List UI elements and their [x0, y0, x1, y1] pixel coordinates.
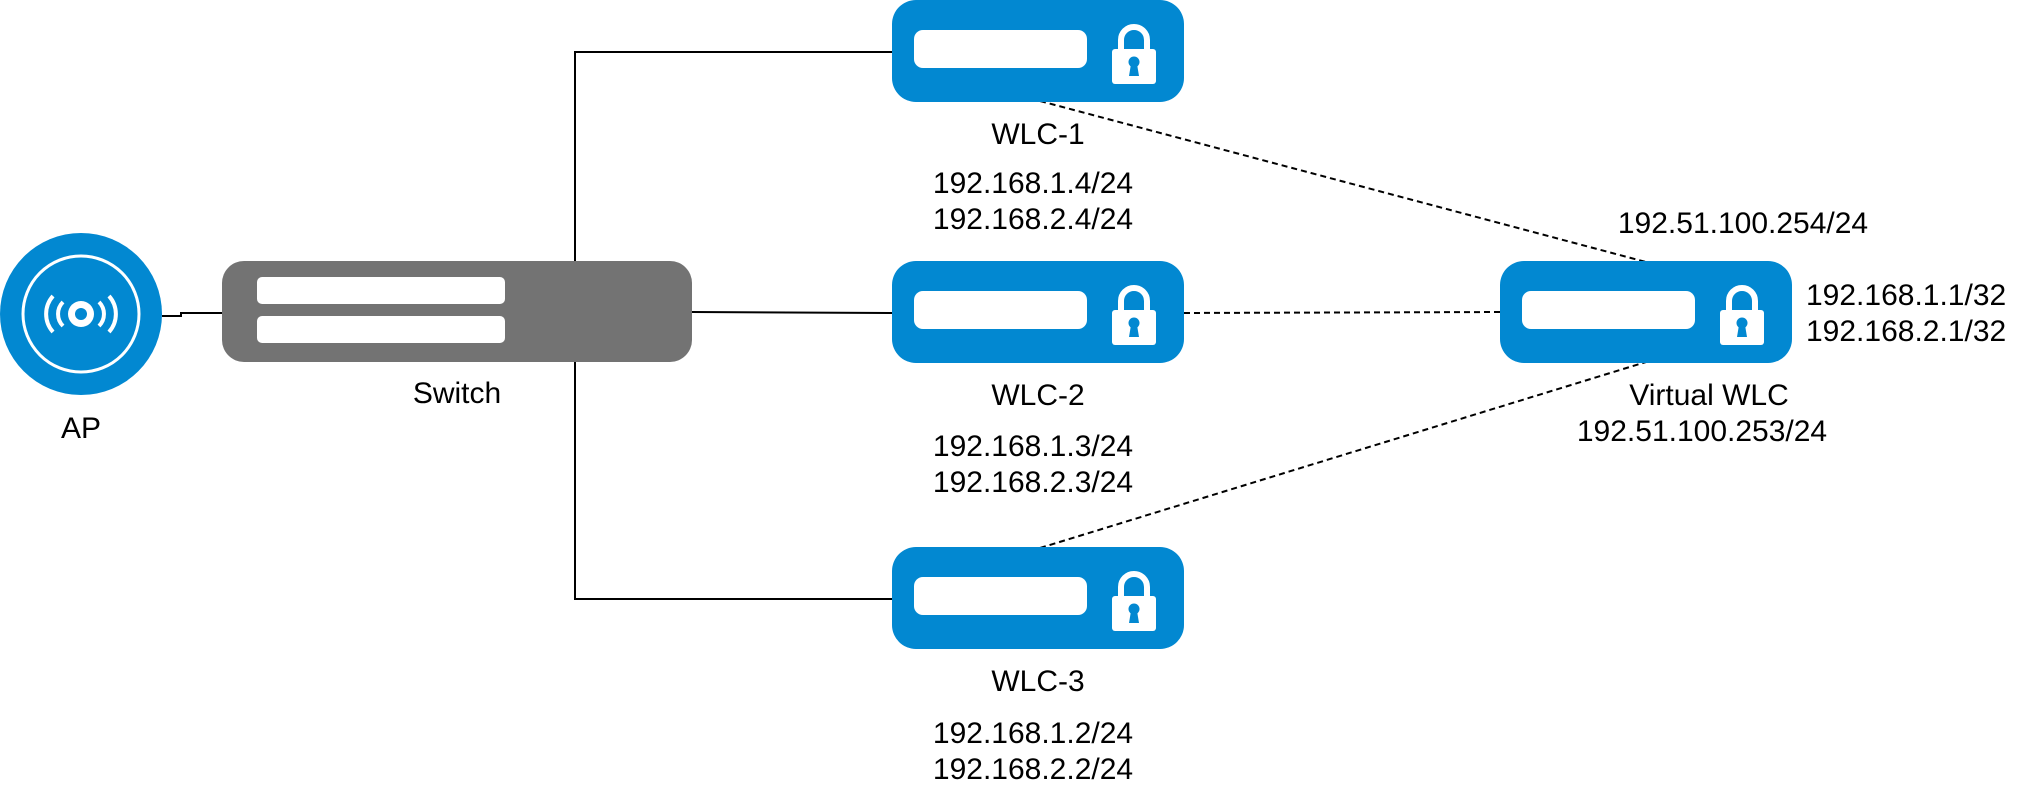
wlc3-label: WLC-3 [991, 665, 1084, 698]
vwlc-ip1: 192.168.1.1/32 [1806, 279, 2006, 312]
virtual-wlc-node[interactable]: 192.51.100.254/24 192.168.1.1/32 192.168… [1500, 207, 2006, 448]
wlc-lock-icon [892, 547, 1184, 649]
wlc1-label: WLC-1 [991, 118, 1084, 151]
switch-label: Switch [413, 377, 501, 410]
vwlc-ip2: 192.168.2.1/32 [1806, 315, 2006, 348]
link-switch-wlc2 [691, 311, 893, 314]
ap-label: AP [61, 412, 101, 445]
wlc3-ip1: 192.168.1.2/24 [933, 717, 1133, 750]
wlc1-ip1: 192.168.1.4/24 [933, 167, 1133, 200]
wlc2-ip2: 192.168.2.3/24 [933, 466, 1133, 499]
links [162, 51, 1647, 600]
wlc-lock-icon [892, 0, 1184, 102]
wlc1-node[interactable]: WLC-1 192.168.1.4/24 192.168.2.4/24 [892, 0, 1184, 236]
wlc2-label: WLC-2 [991, 379, 1084, 412]
wlc1-ip2: 192.168.2.4/24 [933, 203, 1133, 236]
network-switch-icon [222, 261, 692, 362]
wlc-lock-icon [1500, 261, 1792, 363]
wlc3-node[interactable]: WLC-3 192.168.1.2/24 192.168.2.2/24 [892, 547, 1184, 786]
link-wlc3-vwlc [1039, 361, 1647, 549]
wlc2-node[interactable]: WLC-2 192.168.1.3/24 192.168.2.3/24 [892, 261, 1184, 499]
wlc2-ip1: 192.168.1.3/24 [933, 430, 1133, 463]
link-wlc2-vwlc [1183, 311, 1501, 314]
wireless-ap-icon [0, 233, 162, 395]
vwlc-ip-bottom: 192.51.100.253/24 [1577, 415, 1827, 448]
switch-node[interactable]: Switch [222, 261, 692, 410]
link-wlc1-vwlc [1039, 100, 1647, 263]
ap-node[interactable]: AP [0, 233, 162, 445]
wlc-lock-icon [892, 261, 1184, 363]
link-ap-switch [162, 312, 222, 317]
link-switch-wlc3 [574, 362, 892, 600]
vwlc-label: Virtual WLC [1629, 379, 1789, 412]
vwlc-ip-top: 192.51.100.254/24 [1618, 207, 1868, 240]
link-switch-wlc1 [574, 51, 892, 262]
wlc3-ip2: 192.168.2.2/24 [933, 753, 1133, 786]
